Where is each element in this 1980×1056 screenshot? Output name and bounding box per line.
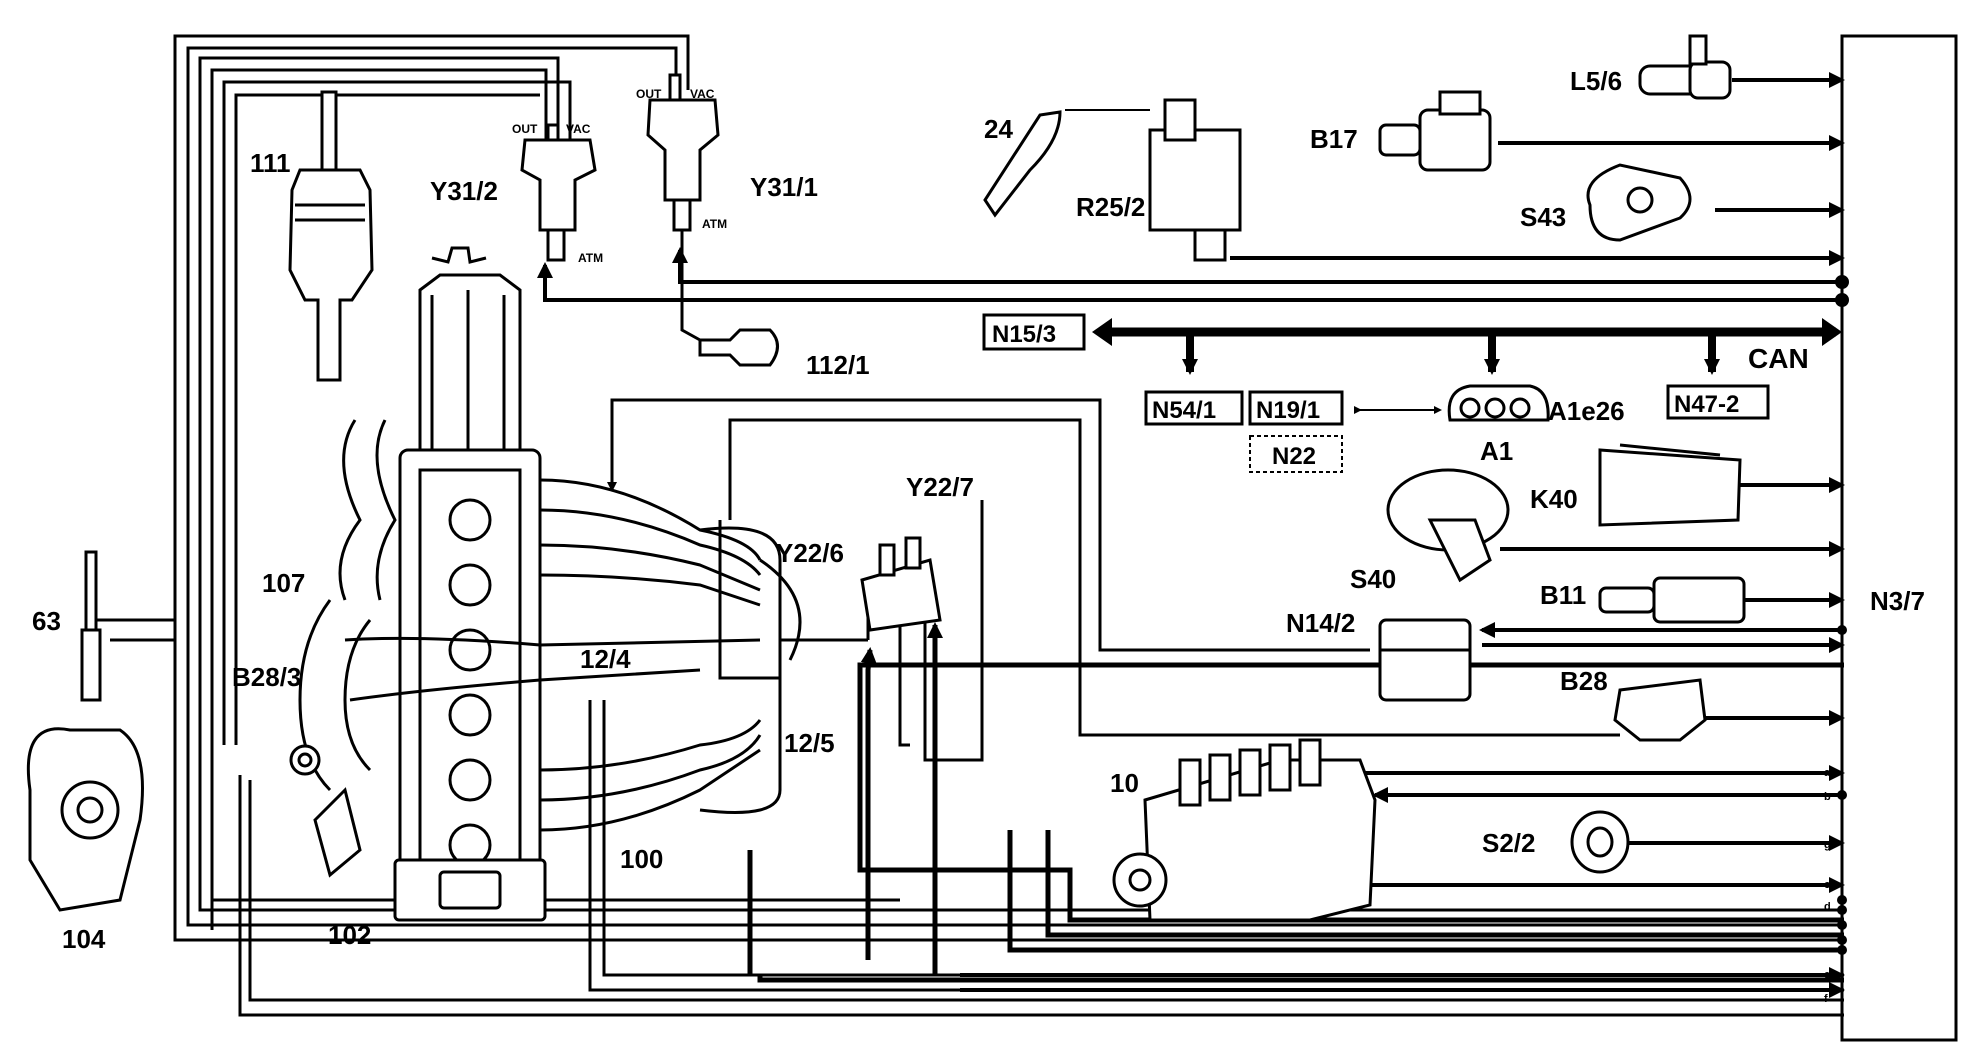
control-module-n3-7 [1840, 34, 1958, 1042]
box-n47-2-label: N47-2 [1674, 391, 1739, 418]
component-24-pedal [983, 109, 1150, 218]
label-12-4: 12/4 [580, 644, 631, 674]
label-10: 10 [1110, 768, 1139, 798]
label-107: 107 [262, 568, 305, 598]
can-bus [1092, 318, 1842, 375]
component-b17 [1378, 90, 1492, 172]
label-b17: B17 [1310, 124, 1358, 154]
exhaust-manifold [539, 478, 802, 832]
valve-y31-2 [520, 123, 597, 262]
component-r25-2 [1148, 98, 1242, 262]
engine-block [393, 246, 547, 922]
label-112-1: 112/1 [806, 350, 870, 380]
label-111: 111 [250, 148, 291, 178]
label-y22-7: Y22/7 [906, 472, 974, 502]
pin-e: e [1824, 969, 1830, 981]
box-n22: N22 [1249, 435, 1343, 473]
box-n15-3-label: N15/3 [992, 321, 1056, 348]
label-n14-2: N14/2 [1286, 608, 1355, 638]
component-s2-2 [1570, 810, 1630, 874]
label-b11: B11 [1540, 580, 1586, 610]
y31-2-atm: ATM [578, 251, 603, 265]
component-112-1 [698, 328, 779, 367]
valve-control-lines [537, 247, 1849, 307]
y22-lines [866, 500, 984, 762]
y31-2-vac: VAC [566, 122, 591, 136]
pin-g: g [1824, 839, 1831, 851]
label-y31-1: Y31/1 [750, 172, 818, 202]
box-n22-label: N22 [1272, 443, 1316, 470]
n3-7-pin-dots [1837, 625, 1847, 955]
component-k40 [1598, 443, 1742, 527]
component-b11 [1598, 576, 1746, 624]
box-n19-1-label: N19/1 [1256, 397, 1320, 424]
pin-c: c [1824, 879, 1830, 891]
label-63: 63 [32, 606, 61, 636]
pin-d: d [1824, 901, 1831, 913]
component-b28-3 [289, 744, 321, 776]
text-labels: 63 104 111 107 B28/3 102 100 12/4 12/5 Y… [32, 66, 1925, 954]
label-y22-6: Y22/6 [776, 538, 844, 568]
pin-b: b [1824, 791, 1831, 803]
pin-f: f [1824, 993, 1828, 1005]
component-y22-6-y22-7 [860, 536, 942, 632]
pin-a: a [1824, 767, 1831, 779]
label-r25-2: R25/2 [1076, 192, 1145, 222]
label-12-5: 12/5 [784, 728, 835, 758]
box-n54-1-label: N54/1 [1152, 397, 1216, 424]
y31-1-atm: ATM [702, 217, 727, 231]
y22-thick [757, 622, 1844, 983]
component-a1 [1447, 384, 1550, 422]
label-s2-2: S2/2 [1482, 828, 1536, 858]
label-s40: S40 [1350, 564, 1396, 594]
component-b28 [1613, 678, 1707, 742]
label-24: 24 [984, 114, 1013, 144]
component-10-injection-pump [1112, 738, 1377, 922]
label-b28-3: B28/3 [232, 662, 301, 692]
valve-marks: OUT VAC ATM OUT VAC ATM [512, 87, 727, 265]
component-n14-2 [1378, 618, 1472, 702]
label-can: CAN [1748, 343, 1809, 374]
label-l5-6: L5/6 [1570, 66, 1622, 96]
component-104-63 [26, 550, 144, 912]
label-y31-2: Y31/2 [430, 176, 498, 206]
component-s43 [1586, 163, 1692, 242]
box-n19-1: N19/1 [1248, 390, 1344, 426]
label-104: 104 [62, 924, 106, 954]
label-a1: A1 [1480, 436, 1513, 466]
label-k40: K40 [1530, 484, 1578, 514]
box-n47-2: N47-2 [1666, 384, 1770, 420]
box-n54-1: N54/1 [1144, 390, 1244, 426]
component-102 [313, 787, 362, 878]
box-n15-3: N15/3 [982, 313, 1086, 351]
label-s43: S43 [1520, 202, 1566, 232]
component-s40 [1386, 468, 1510, 583]
valve-y31-1 [646, 73, 720, 342]
output-arrows [1372, 622, 1842, 803]
label-b28: B28 [1560, 666, 1608, 696]
signal-wires-bottom [747, 662, 1844, 975]
intake-pipe [298, 419, 761, 792]
component-111 [288, 90, 374, 382]
y31-1-out: OUT [636, 87, 662, 101]
label-n3-7: N3/7 [1870, 586, 1925, 616]
pin-letters: a b g c d e f [1824, 767, 1831, 1005]
label-a1e26: A1e26 [1548, 396, 1625, 426]
label-102: 102 [328, 920, 371, 950]
component-l5-6 [1638, 34, 1732, 100]
y31-1-vac: VAC [690, 87, 715, 101]
label-100: 100 [620, 844, 663, 874]
y31-2-out: OUT [512, 122, 538, 136]
